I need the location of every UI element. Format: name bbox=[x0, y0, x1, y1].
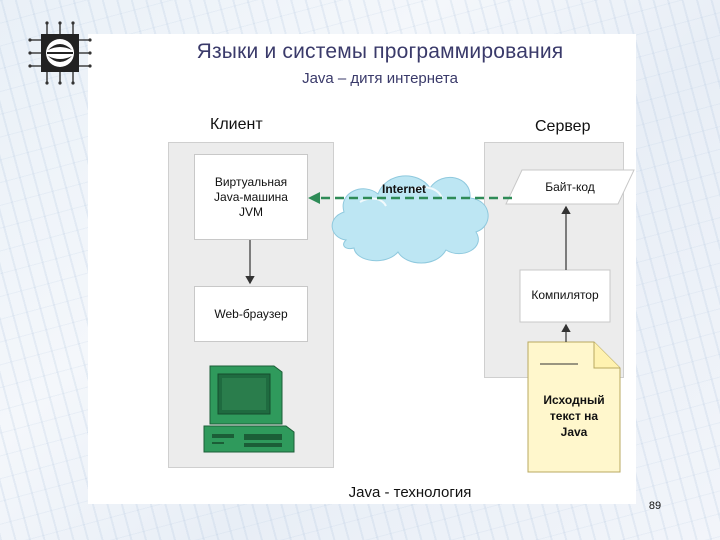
internet-label: Internet bbox=[382, 182, 427, 196]
web-browser-box: Web-браузер bbox=[194, 286, 308, 342]
diagram-shapes bbox=[245, 169, 635, 473]
server-heading: Сервер bbox=[535, 118, 591, 135]
compiler-shape bbox=[519, 269, 611, 323]
source-document-shape bbox=[527, 341, 621, 473]
desktop-computer-icon bbox=[203, 365, 295, 453]
source-code-label: Исходный текст на Java bbox=[543, 393, 605, 439]
bytecode-shape bbox=[505, 169, 635, 205]
chip-logo-icon bbox=[28, 21, 92, 85]
jvm-box: Виртуальная Java-машина JVM bbox=[194, 154, 308, 240]
compiler-label: Компилятор bbox=[531, 288, 599, 302]
slide-title: Языки и системы программирования bbox=[196, 40, 564, 63]
slide-footer: Java - технология bbox=[348, 484, 472, 501]
client-heading: Клиент bbox=[210, 116, 263, 133]
java-architecture-diagram: Клиент Сервер Виртуальная Java-машина JV… bbox=[150, 110, 640, 480]
page-number: 89 bbox=[648, 500, 662, 512]
bytecode-label: Байт-код bbox=[545, 180, 595, 194]
slide-subtitle: Java – дитя интернета bbox=[302, 70, 458, 87]
